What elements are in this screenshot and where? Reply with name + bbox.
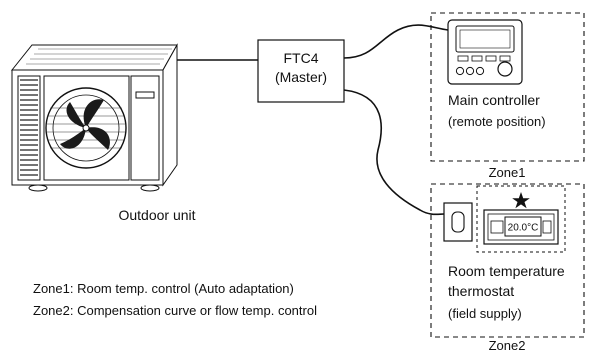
room-thermostat-device: 20.0°C — [483, 209, 559, 245]
zone2-boundary — [430, 183, 585, 338]
outdoor-unit-foot-right — [140, 184, 160, 192]
room-thermostat-display-value: 20.0°C — [508, 223, 539, 234]
zone1-boundary — [430, 12, 585, 162]
main-controller-button-1 — [455, 66, 465, 76]
room-thermostat-display — [504, 216, 542, 237]
thermostat-supply-note: (field supply) — [448, 306, 522, 321]
zone1-label: Zone1 — [489, 165, 526, 180]
main-controller-key-1 — [457, 55, 469, 62]
fan-hub — [82, 124, 90, 132]
outdoor-unit-left-vent — [17, 75, 41, 181]
star-icon — [512, 192, 530, 209]
main-controller-key-2 — [471, 55, 483, 62]
optional-controller-boundary — [476, 185, 566, 253]
outdoor-unit-label: Outdoor unit — [118, 207, 195, 223]
ftc-model-label: FTC4 — [284, 50, 319, 66]
cable-ftc-to-thermostat — [343, 89, 445, 216]
legend-zone2: Zone2: Compensation curve or flow temp. … — [33, 303, 317, 318]
ftc-role-label: (Master) — [275, 69, 327, 85]
cable-ftc-to-main-controller — [343, 24, 449, 59]
main-controller-button-3 — [475, 66, 485, 76]
outdoor-unit-illustration — [10, 43, 178, 192]
thermostat-label-line2: thermostat — [448, 283, 514, 299]
main-controller-device — [447, 19, 523, 85]
main-controller-label: Main controller — [448, 92, 540, 108]
zone2-label: Zone2 — [489, 338, 526, 353]
outdoor-unit-side — [162, 43, 178, 187]
main-controller-screen-inner — [459, 29, 511, 49]
outdoor-unit-handle — [135, 91, 155, 99]
outdoor-unit-vent-slats — [20, 79, 38, 176]
thermostat-label: Room temperature — [448, 263, 565, 279]
wall-thermostat-knob — [451, 211, 465, 233]
wall-thermostat-device — [443, 202, 473, 242]
main-controller-button-2 — [465, 66, 475, 76]
ftc-box — [257, 39, 345, 103]
main-controller-key-4 — [499, 55, 511, 62]
main-controller-dial — [497, 61, 513, 77]
main-controller-sublabel: (remote position) — [448, 114, 546, 129]
legend-zone1: Zone1: Room temp. control (Auto adaptati… — [33, 281, 294, 296]
fan-blades — [60, 99, 110, 150]
outdoor-unit-top-grille — [26, 48, 172, 65]
room-thermostat-left-button — [490, 220, 504, 234]
outdoor-unit-foot-left — [28, 184, 48, 192]
main-controller-key-3 — [485, 55, 497, 62]
room-thermostat-right-button — [542, 220, 552, 234]
